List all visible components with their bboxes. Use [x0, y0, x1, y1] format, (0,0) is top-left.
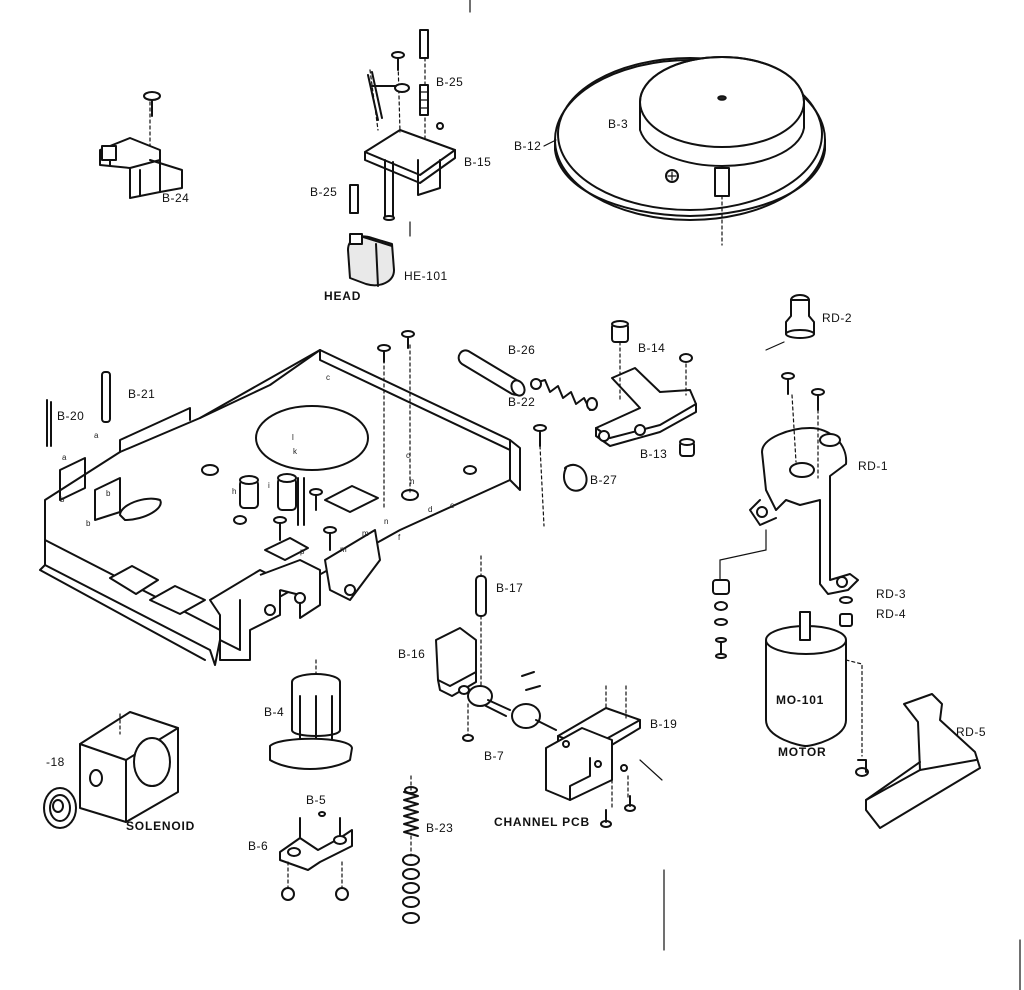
screw-icon: [377, 330, 415, 363]
pin-icon: [419, 29, 429, 116]
label-rd4: RD-4: [876, 607, 906, 621]
label-b14: B-14: [638, 341, 665, 355]
label-rd3: RD-3: [876, 587, 906, 601]
part-b26-roller: [457, 349, 526, 397]
part-he101-head: [347, 221, 411, 287]
label-b16: B-16: [398, 647, 425, 661]
part-b25-pin: [349, 184, 359, 214]
label-b23: B-23: [426, 821, 453, 835]
screw-icon: [143, 91, 161, 117]
label-mo101: MO-101: [776, 693, 824, 707]
part-b7-shaft: [458, 671, 557, 742]
part-chassis: [39, 330, 521, 666]
part-b17-pin: [475, 555, 487, 691]
label-b27: B-27: [590, 473, 617, 487]
label-b4: B-4: [264, 705, 284, 719]
part-b22-spring: [530, 378, 598, 411]
label-rd2: RD-2: [822, 311, 852, 325]
part-fastener-stack: [712, 579, 730, 659]
part-solenoid: [79, 711, 179, 823]
svg-text:c: c: [326, 373, 330, 382]
screw-icon: [781, 372, 825, 411]
part-rd1-bracket: [719, 372, 859, 595]
label-b22: B-22: [508, 395, 535, 409]
part-b20: [46, 399, 52, 447]
label-head: HEAD: [324, 289, 361, 303]
label-b5: B-5: [306, 793, 326, 807]
part-mo101-motor: [765, 611, 869, 777]
part-b19-channel-pcb: [545, 685, 663, 828]
svg-text:m: m: [362, 529, 369, 538]
label-b6: B-6: [248, 839, 268, 853]
part-b21-pin: [101, 371, 111, 423]
svg-text:n: n: [384, 517, 388, 526]
label-rd5: RD-5: [956, 725, 986, 739]
label-b20: B-20: [57, 409, 84, 423]
part-b24-bracket: [99, 91, 183, 199]
svg-text:n: n: [410, 477, 414, 486]
svg-text:l: l: [292, 433, 294, 442]
svg-text:a: a: [94, 431, 99, 440]
part-b13-cap: [679, 438, 695, 457]
label-he101: HE-101: [404, 269, 448, 283]
label-solenoid: SOLENOID: [126, 819, 195, 833]
label-b17: B-17: [496, 581, 523, 595]
part-b3-platter: [554, 56, 826, 246]
svg-text:m: m: [340, 545, 347, 554]
svg-text:i: i: [268, 481, 270, 490]
part-rd3-rd4-washers: [839, 596, 853, 627]
chassis-letter-markers: a a b b b c c d e f h i k l m m n n p: [60, 373, 455, 556]
label-b25-left: B-25: [310, 185, 337, 199]
part-b18-plunger: [43, 787, 77, 829]
label-b12: B-12: [514, 139, 541, 153]
part-b16-plate: [435, 627, 477, 697]
svg-text:a: a: [62, 453, 67, 462]
label-b3: B-3: [608, 117, 628, 131]
label-b19: B-19: [650, 717, 677, 731]
part-b4-spindle: [269, 659, 353, 770]
label-b21: B-21: [128, 387, 155, 401]
label-channel-pcb: CHANNEL PCB: [494, 815, 590, 829]
label-b7: B-7: [484, 749, 504, 763]
label-b13: B-13: [640, 447, 667, 461]
screw-icon: [391, 51, 405, 71]
part-b15-head-bracket: [364, 29, 456, 221]
part-rd5-cover: [865, 693, 981, 829]
part-b14-lever: [595, 320, 697, 447]
part-b27-spring: [533, 424, 588, 527]
part-rd2-pulley: [765, 294, 815, 351]
label-rd1: RD-1: [858, 459, 888, 473]
svg-text:d: d: [428, 505, 432, 514]
screw-icon: [273, 488, 337, 551]
svg-text:c: c: [406, 451, 410, 460]
svg-text:h: h: [232, 487, 236, 496]
svg-text:b: b: [106, 489, 111, 498]
part-b6-bracket: [279, 811, 353, 901]
label-b15: B-15: [464, 155, 491, 169]
label-motor: MOTOR: [778, 745, 826, 759]
svg-text:e: e: [450, 501, 455, 510]
label-b18: -18: [46, 755, 65, 769]
svg-text:k: k: [293, 447, 298, 456]
svg-text:b: b: [60, 495, 65, 504]
screw-icon: [533, 424, 547, 447]
screw-icon: [855, 759, 869, 777]
label-b24: B-24: [162, 191, 189, 205]
label-b26: B-26: [508, 343, 535, 357]
svg-text:b: b: [86, 519, 91, 528]
label-b25-top: B-25: [436, 75, 463, 89]
svg-text:f: f: [398, 533, 401, 542]
svg-text:p: p: [300, 547, 305, 556]
part-b23-spring-stack: [402, 775, 420, 924]
